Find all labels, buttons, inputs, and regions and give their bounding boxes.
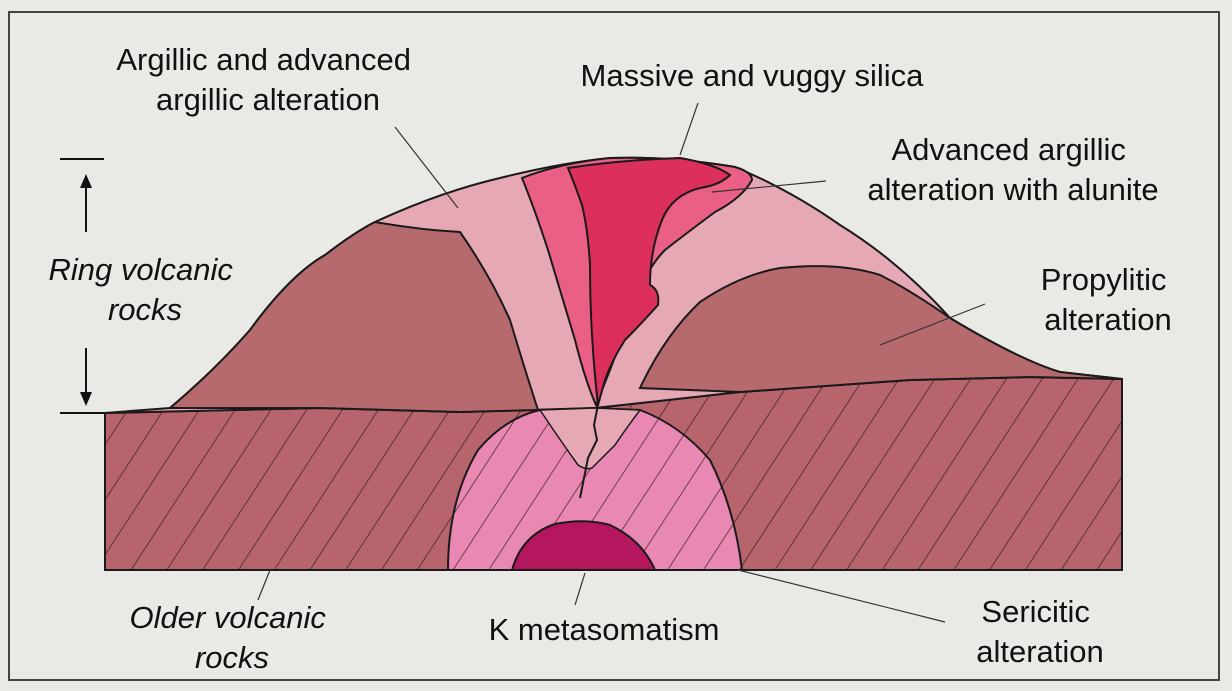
- silica-label: Massive and vuggy silica: [581, 58, 925, 93]
- sericitic-label: Sericitic alteration: [976, 594, 1104, 669]
- propylitic-label: Propylitic alteration: [1041, 262, 1175, 337]
- k-metasomatism-label: K metasomatism: [489, 612, 720, 647]
- ring-volcanic-label: Ring volcanic rocks: [49, 252, 242, 327]
- argillic-label: Argillic and advanced argillic alteratio…: [116, 42, 419, 117]
- alunite-label: Advanced argillic alteration with alunit…: [867, 132, 1158, 207]
- older-volcanic-label: Older volcanic rocks: [129, 600, 334, 675]
